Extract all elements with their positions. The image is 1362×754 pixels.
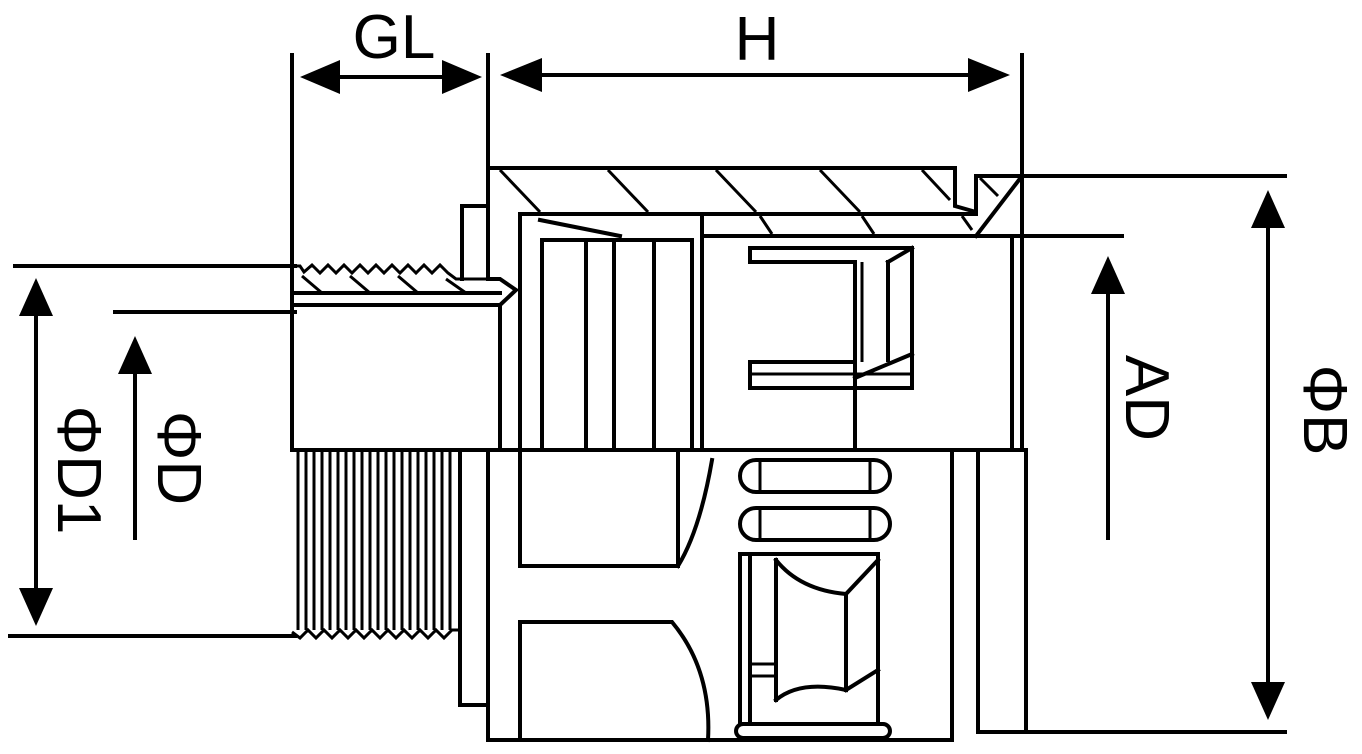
- phi-b-dimension: ΦB: [1251, 190, 1359, 720]
- ad-dimension: AD: [1091, 256, 1181, 540]
- phi-d1-dimension: ΦD1: [19, 278, 113, 626]
- phi-d-arrow-top: [118, 336, 152, 374]
- h-arrow-right: [968, 58, 1010, 92]
- dome-cap-section: [486, 166, 1024, 215]
- section-view: [290, 166, 1025, 452]
- flange-section: [460, 204, 490, 281]
- phi-d-dimension: ΦD: [118, 336, 213, 540]
- thread-exterior: [291, 450, 462, 641]
- phi-b-arrow-top: [1251, 190, 1285, 228]
- slot-2: [738, 506, 892, 542]
- ad-label: AD: [1112, 355, 1181, 441]
- thread-hatch: [301, 274, 467, 295]
- body-exterior: [486, 450, 954, 742]
- ad-arrow-top: [1091, 256, 1125, 294]
- cap-hatch: [498, 168, 1000, 235]
- thread-top: [292, 262, 488, 281]
- flange-exterior: [458, 628, 490, 707]
- extension-lines: [8, 53, 1287, 734]
- hex-flat-lower: [518, 620, 711, 743]
- h-label: H: [735, 5, 780, 74]
- gl-arrow-left: [300, 60, 340, 94]
- gl-label: GL: [353, 3, 436, 72]
- h-arrow-left: [500, 58, 542, 92]
- bottom-rib: [734, 722, 892, 740]
- phi-b-arrow-bottom: [1251, 682, 1285, 720]
- phi-d-label: ΦD: [144, 411, 213, 505]
- phi-d1-arrow-top: [19, 278, 53, 316]
- h-dimension: H: [500, 5, 1010, 92]
- gl-dimension: GL: [300, 3, 482, 94]
- phi-d1-label: ΦD1: [44, 406, 113, 535]
- clamp-claw-section: [748, 245, 915, 390]
- slot-1: [738, 458, 892, 494]
- phi-d1-arrow-bottom: [19, 588, 53, 626]
- phi-b-label: ΦB: [1290, 365, 1359, 456]
- seal-insert-section: [540, 238, 694, 452]
- claw-window: [738, 552, 881, 726]
- hex-flat-upper: [518, 450, 680, 568]
- exterior-view: [291, 450, 1028, 743]
- gl-arrow-right: [442, 60, 482, 94]
